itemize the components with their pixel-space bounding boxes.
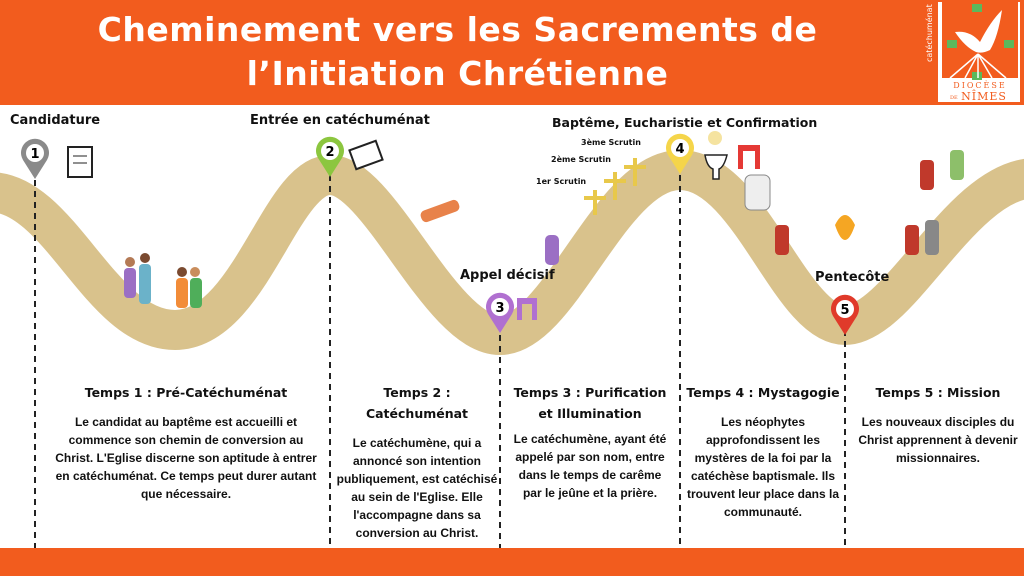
- scrutin-2-label: 2ème Scrutin: [551, 155, 611, 164]
- milestone-2-label: Entrée en catéchuménat: [250, 113, 430, 128]
- milestone-3-label: Appel décisif: [460, 268, 555, 283]
- svg-text:3: 3: [495, 301, 504, 316]
- document-icon: [67, 146, 93, 178]
- period-2: Temps 2 : Catéchuménat Le catéchumène, qu…: [336, 382, 498, 542]
- period-1: Temps 1 : Pré-Catéchuménat Le candidat au…: [50, 382, 322, 503]
- people-illustrations: [124, 150, 964, 308]
- period-title: Temps 2 : Catéchuménat: [365, 385, 469, 421]
- scrutin-1-label: 1er Scrutin: [536, 177, 587, 186]
- svg-text:DIOCÈSE: DIOCÈSE: [953, 81, 1006, 90]
- svg-text:1: 1: [30, 147, 39, 162]
- svg-text:NÎMES: NÎMES: [961, 89, 1007, 102]
- scrutin-3-label: 3ème Scrutin: [581, 138, 641, 147]
- chalice-font-icon: [704, 131, 728, 180]
- milestone-1-pin: 1: [20, 138, 50, 179]
- svg-text:2: 2: [325, 145, 334, 160]
- bible-icon: [348, 139, 384, 171]
- red-stole-icon: [738, 145, 760, 169]
- svg-text:5: 5: [840, 303, 849, 318]
- period-description: Le candidat au baptême est accueilli et …: [55, 415, 317, 501]
- svg-text:DE: DE: [950, 95, 958, 101]
- milestone-1-label: Candidature: [10, 113, 101, 128]
- milestone-5-label: Pentecôte: [815, 270, 890, 285]
- period-description: Le catéchumène, ayant été appelé par son…: [513, 432, 667, 500]
- purple-stole-icon: [517, 298, 537, 320]
- milestone-4-label: Baptême, Eucharistie et Confirmation: [552, 115, 818, 130]
- period-description: Les néophytes approfondissent les mystèr…: [686, 415, 840, 519]
- period-title: Temps 5 : Mission: [875, 385, 1001, 400]
- period-title: Temps 4 : Mystagogie: [686, 385, 840, 400]
- svg-text:4: 4: [675, 142, 684, 157]
- footer-bar: [0, 548, 1024, 576]
- milestone-5-pin: 5: [830, 294, 860, 335]
- period-title: Temps 3 : Purification et Illumination: [513, 385, 667, 421]
- timeline-dividers: [34, 175, 846, 548]
- scrutin-crosses-icon: [584, 158, 646, 215]
- svg-text:catéchuménat: catéchuménat: [924, 4, 934, 62]
- period-description: Les nouveaux disciples du Christ apprenn…: [858, 415, 1018, 465]
- milestone-3-pin: 3: [485, 292, 515, 333]
- diocese-logo: catéchuménat DIOCÈSE NÎMES DE: [920, 2, 1020, 103]
- milestone-2-pin: 2: [315, 136, 345, 177]
- period-title: Temps 1 : Pré-Catéchuménat: [84, 385, 288, 400]
- period-description: Le catéchumène, qui a annoncé son intent…: [336, 436, 498, 540]
- milestone-4-pin: 4: [665, 133, 695, 174]
